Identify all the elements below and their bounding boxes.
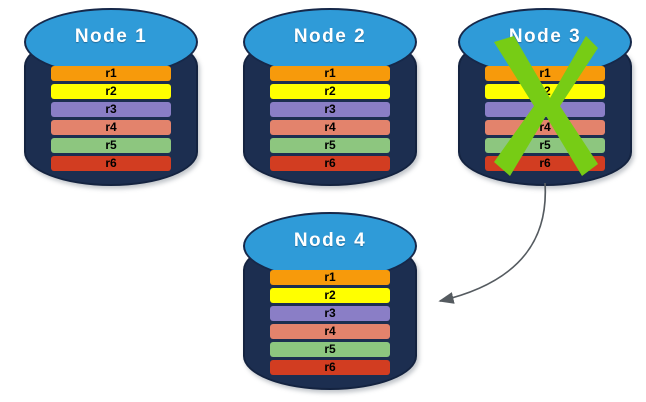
record-r2[interactable]: r2: [485, 84, 605, 99]
record-r4[interactable]: r4: [51, 120, 171, 135]
node-4-record-list: r1 r2 r3 r4 r5 r6: [270, 270, 390, 375]
record-r1[interactable]: r1: [51, 66, 171, 81]
record-r6[interactable]: r6: [270, 156, 390, 171]
record-r2[interactable]: r2: [51, 84, 171, 99]
record-r6[interactable]: r6: [270, 360, 390, 375]
record-r6[interactable]: r6: [485, 156, 605, 171]
node-1-cylinder-top: [24, 8, 198, 76]
record-r5[interactable]: r5: [51, 138, 171, 153]
record-r5[interactable]: r5: [270, 138, 390, 153]
record-r1[interactable]: r1: [485, 66, 605, 81]
record-r1[interactable]: r1: [270, 270, 390, 285]
record-r6[interactable]: r6: [51, 156, 171, 171]
record-r2[interactable]: r2: [270, 288, 390, 303]
node-2-cylinder-top: [243, 8, 417, 76]
record-r4[interactable]: r4: [270, 120, 390, 135]
node-3-record-list: r1 r2 r3 r4 r5 r6: [485, 66, 605, 171]
record-r5[interactable]: r5: [270, 342, 390, 357]
arrow-path: [438, 182, 547, 304]
node-3[interactable]: Node 3 r1 r2 r3 r4 r5 r6: [458, 8, 632, 186]
node-2-record-list: r1 r2 r3 r4 r5 r6: [270, 66, 390, 171]
record-r5[interactable]: r5: [485, 138, 605, 153]
record-r3[interactable]: r3: [270, 306, 390, 321]
node-1[interactable]: Node 1 r1 r2 r3 r4 r5 r6: [24, 8, 198, 186]
node-2-label: Node 2: [293, 26, 367, 47]
record-r4[interactable]: r4: [485, 120, 605, 135]
record-r3[interactable]: r3: [485, 102, 605, 117]
record-r3[interactable]: r3: [270, 102, 390, 117]
node-3-label: Node 3: [508, 26, 582, 47]
record-r1[interactable]: r1: [270, 66, 390, 81]
record-r4[interactable]: r4: [270, 324, 390, 339]
record-r2[interactable]: r2: [270, 84, 390, 99]
node-1-label: Node 1: [74, 26, 148, 47]
record-r3[interactable]: r3: [51, 102, 171, 117]
node-4-label: Node 4: [293, 230, 367, 251]
node-2[interactable]: Node 2 r1 r2 r3 r4 r5 r6: [243, 8, 417, 186]
node-1-record-list: r1 r2 r3 r4 r5 r6: [51, 66, 171, 171]
node-4[interactable]: Node 4 r1 r2 r3 r4 r5 r6: [243, 212, 417, 390]
